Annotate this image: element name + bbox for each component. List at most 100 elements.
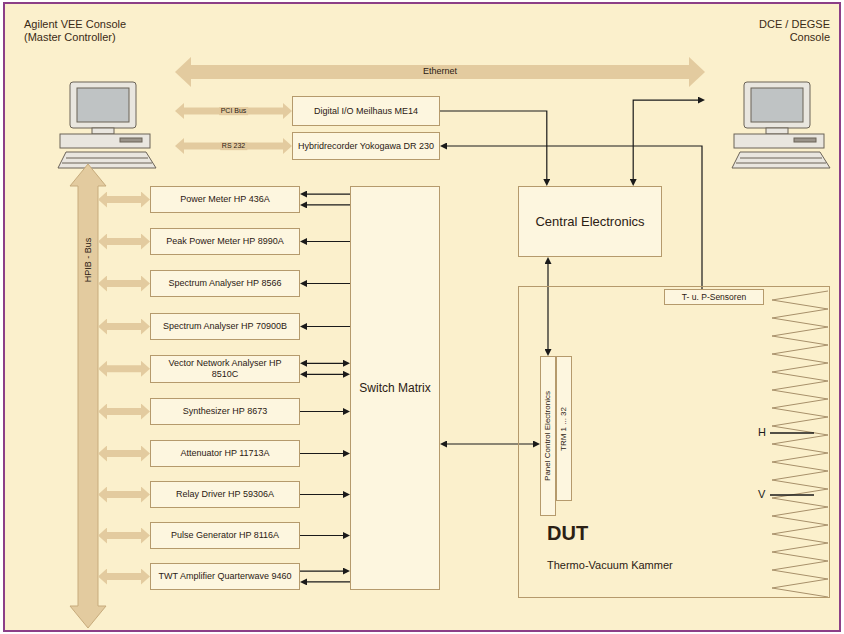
node-text: Thermo-Vacuum Kammer xyxy=(547,559,673,572)
instrument-box: Attenuator HP 11713A xyxy=(150,440,300,467)
node-text: DCE / DEGSE Console xyxy=(720,18,830,44)
signal-line xyxy=(307,581,350,582)
node-text: Peak Power Meter HP 8990A xyxy=(166,236,283,247)
bus-label: PCI Bus xyxy=(219,107,249,115)
decor-shape xyxy=(751,88,803,122)
signal-line xyxy=(447,443,533,444)
node-text: Hybridrecorder Yokogawa DR 230 xyxy=(298,141,434,152)
bus-arrow xyxy=(191,65,689,79)
node-text: Attenuator HP 11713A xyxy=(180,448,269,459)
interface-box: Hybridrecorder Yokogawa DR 230 xyxy=(292,132,440,160)
feed-line xyxy=(770,494,814,495)
signal-line xyxy=(300,570,343,571)
bus-arrow xyxy=(107,491,141,498)
page-frame xyxy=(4,3,840,631)
instrument-box: Synthesizer HP 8673 xyxy=(150,398,300,425)
signal-line xyxy=(440,111,547,179)
instrument-box: Power Meter HP 436A xyxy=(150,186,300,213)
node-text: Vector Network Analyser HP 8510C xyxy=(155,358,295,380)
decor-shape xyxy=(77,88,129,122)
instrument-box: Vector Network Analyser HP 8510C xyxy=(150,355,300,383)
node-text: Spectrum Analyser HP 70900B xyxy=(163,321,287,332)
signal-line xyxy=(307,204,350,205)
node-text: DUT xyxy=(547,521,588,545)
bus-arrow xyxy=(107,238,141,245)
bus-band xyxy=(70,164,106,628)
instrument-box: TWT Amplifier Quarterwave 9460 xyxy=(150,563,300,590)
bus-arrow xyxy=(107,365,141,372)
bus-band: HPIB - Bus xyxy=(78,180,98,600)
interface-box: Digital I/O Meilhaus ME14 xyxy=(292,96,440,126)
bus-arrow xyxy=(107,280,141,287)
decor-shape xyxy=(120,138,142,142)
node-text: Digital I/O Meilhaus ME14 xyxy=(314,106,418,117)
node-text: Relay Driver HP 59306A xyxy=(176,489,274,500)
decor-shape xyxy=(794,138,816,142)
signal-line xyxy=(300,535,343,536)
decor-shape xyxy=(58,152,156,168)
chamber-box: DUT Thermo-Vacuum Kammer T- u. P-SensorenP… xyxy=(518,286,830,598)
computer-icon xyxy=(58,82,156,168)
decor-shape xyxy=(92,128,114,134)
instrument-box: Spectrum Analyser HP 70900B xyxy=(150,313,300,340)
decor-shape xyxy=(62,163,152,164)
bus-arrow xyxy=(107,532,141,539)
decor-shape xyxy=(744,82,810,128)
signal-line xyxy=(307,326,350,327)
decor-shape xyxy=(732,152,830,168)
panel-box: Panel Control Electronics xyxy=(540,356,556,516)
trm-box: TRM 1 ... 32 xyxy=(556,356,572,501)
switch-box: Switch Matrix xyxy=(350,186,440,590)
signal-line xyxy=(307,374,343,375)
console-label: DCE / DEGSE Console xyxy=(705,18,830,170)
decor-shape xyxy=(766,128,788,134)
decor-shape xyxy=(734,134,824,148)
antenna-array xyxy=(772,291,828,597)
electronics-box: Central Electronics xyxy=(518,186,662,257)
node-text: Agilent VEE Console (Master Controller) xyxy=(24,18,154,44)
console-label: Agilent VEE Console (Master Controller) xyxy=(24,18,175,170)
signal-line xyxy=(307,363,343,364)
node-text: HPIB - Bus xyxy=(83,238,94,283)
bus-arrow xyxy=(184,108,283,115)
bus-label: Ethernet xyxy=(421,67,459,77)
feed-line xyxy=(770,432,814,433)
node-text: Pulse Generator HP 8116A xyxy=(171,530,279,541)
bus-arrow xyxy=(107,573,141,580)
instrument-box: Pulse Generator HP 8116A xyxy=(150,522,300,549)
signal-line xyxy=(447,146,702,289)
bus-arrow xyxy=(107,450,141,457)
node-text: Synthesizer HP 8673 xyxy=(183,406,267,417)
decor-shape xyxy=(740,158,822,159)
signal-line xyxy=(300,494,343,495)
bus-label: RS 232 xyxy=(220,142,247,150)
node-text: Power Meter HP 436A xyxy=(180,194,269,205)
decor-shape xyxy=(60,134,150,148)
signal-line xyxy=(307,283,350,284)
polarisation-label: V xyxy=(757,488,766,500)
bus-arrow xyxy=(184,143,283,150)
node-text: TRM 1 ... 32 xyxy=(559,406,569,450)
signal-line xyxy=(307,194,350,195)
bus-arrow xyxy=(107,408,141,415)
signal-line xyxy=(300,411,343,412)
decor-shape xyxy=(736,163,826,164)
node-text: Spectrum Analyser HP 8566 xyxy=(169,278,282,289)
sensor-box: T- u. P-Sensoren xyxy=(664,289,764,305)
node-text: TWT Amplifier Quarterwave 9460 xyxy=(159,571,292,582)
instrument-box: Relay Driver HP 59306A xyxy=(150,481,300,508)
signal-line xyxy=(547,264,548,349)
signal-line xyxy=(633,100,698,179)
decor-shape xyxy=(66,158,148,159)
bus-arrow xyxy=(107,196,141,203)
instrument-box: Spectrum Analyser HP 8566 xyxy=(150,270,300,297)
computer-icon xyxy=(732,82,830,168)
node-text: T- u. P-Sensoren xyxy=(682,292,746,302)
decor-shape xyxy=(70,82,136,128)
bus-arrow xyxy=(107,323,141,330)
node-text: Switch Matrix xyxy=(359,381,430,395)
signal-line xyxy=(300,453,343,454)
polarisation-label: H xyxy=(757,426,767,438)
